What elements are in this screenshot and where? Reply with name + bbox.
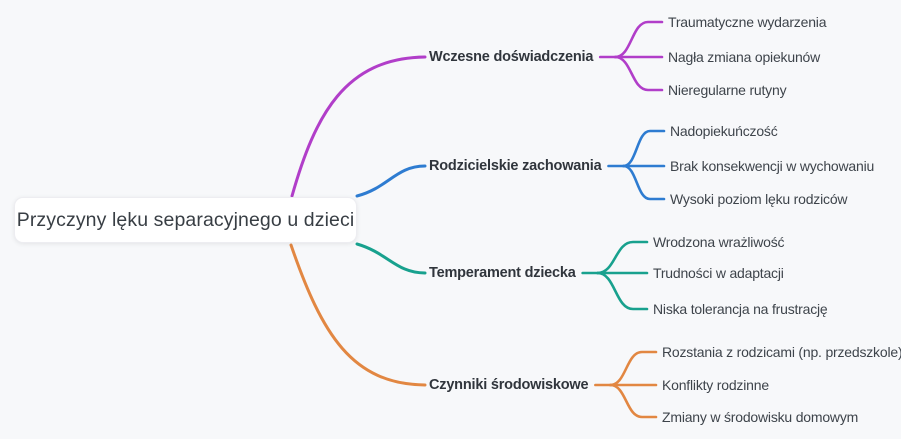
leaf-node-wysoki-poziom-leku[interactable]: Wysoki poziom lęku rodziców [670, 191, 848, 207]
leaf-node-wrodzona-wrazliwosc[interactable]: Wrodzona wrażliwość [653, 234, 785, 250]
leaf-node-trudnosci-w-adaptacji[interactable]: Trudności w adaptacji [653, 265, 784, 281]
branch-node-wczesne-doswiadczenia[interactable]: Wczesne doświadczenia [429, 49, 594, 65]
leaf-node-nagla-zmiana-opiekunow[interactable]: Nagła zmiana opiekunów [668, 49, 821, 65]
branch-node-temperament-dziecka[interactable]: Temperament dziecka [429, 265, 576, 281]
branch-node-rodzicielskie-zachowania[interactable]: Rodzicielskie zachowania [429, 158, 602, 174]
leaf-node-nieregularne-rutyny[interactable]: Nieregularne rutyny [668, 82, 787, 98]
leaf-node-nadopiekunczosc[interactable]: Nadopiekuńczość [670, 123, 778, 139]
leaf-node-traumatyczne-wydarzenia[interactable]: Traumatyczne wydarzenia [668, 14, 827, 30]
leaf-node-zmiany-w-srodowisku[interactable]: Zmiany w środowisku domowym [662, 409, 859, 425]
branch-node-czynniki-srodowiskowe[interactable]: Czynniki środowiskowe [429, 377, 589, 393]
leaf-node-niska-tolerancja[interactable]: Niska tolerancja na frustrację [653, 301, 828, 317]
leaf-node-rozstania-z-rodzicami[interactable]: Rozstania z rodzicami (np. przedszkole) [662, 344, 901, 360]
root-node[interactable]: Przyczyny lęku separacyjnego u dzieci [14, 197, 357, 243]
leaf-node-brak-konsekwencji[interactable]: Brak konsekwencji w wychowaniu [670, 158, 875, 174]
root-node-label: Przyczyny lęku separacyjnego u dzieci [16, 208, 355, 231]
leaf-node-konflikty-rodzinne[interactable]: Konflikty rodzinne [662, 377, 769, 393]
